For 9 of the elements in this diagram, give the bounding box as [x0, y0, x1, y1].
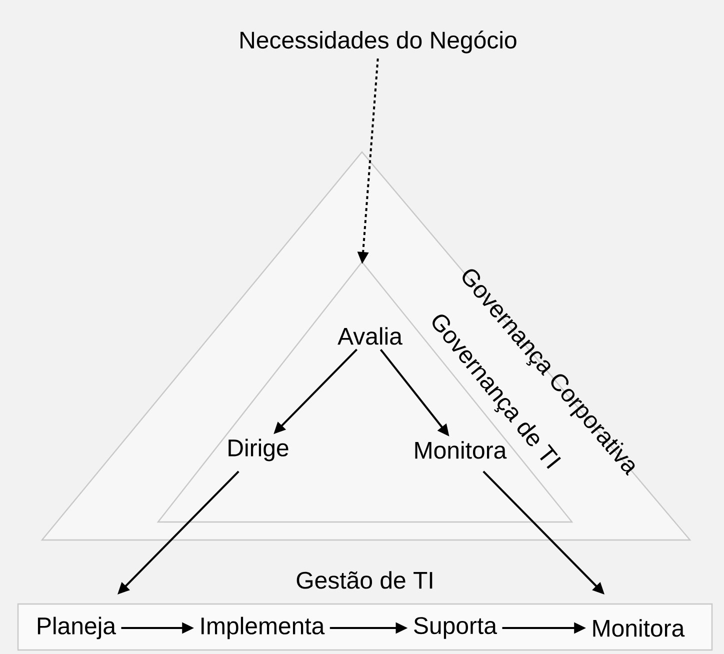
step-label: Suporta [414, 617, 498, 639]
node-label: Gestão de TI [296, 571, 432, 589]
step-label: Implementa [202, 616, 325, 640]
step-label: Necessidades do Negócio [240, 30, 516, 54]
step-label: Monitora [593, 619, 685, 637]
step-label: Dirige [228, 438, 288, 462]
step-label: Avalia [338, 327, 402, 345]
step-label: Planeja [38, 616, 116, 640]
step-label: Monitora [415, 441, 507, 459]
